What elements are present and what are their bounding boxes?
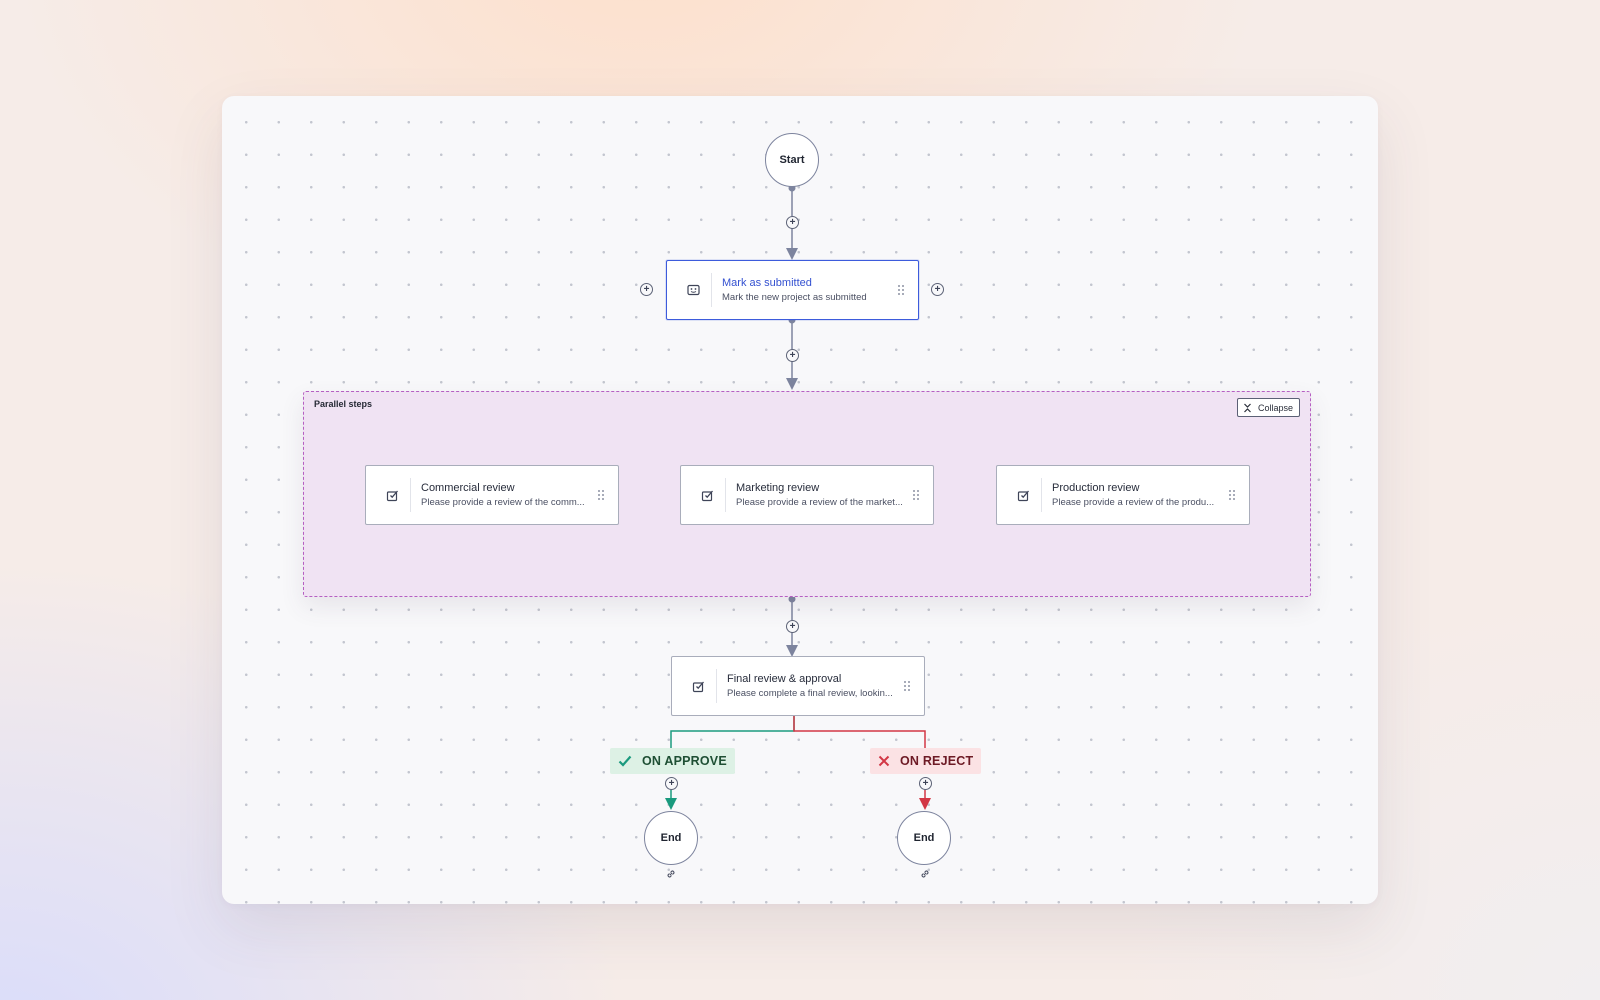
start-node[interactable]: Start [765, 133, 819, 187]
step-final-review[interactable]: Final review & approval Please complete … [671, 656, 925, 716]
add-step-right-button[interactable]: + [931, 283, 944, 296]
link-icon[interactable] [919, 868, 931, 880]
drag-handle-icon[interactable] [896, 680, 918, 692]
review-icon [689, 478, 726, 512]
step-title: Marketing review [736, 482, 820, 494]
start-label: Start [779, 154, 805, 166]
on-approve-branch[interactable]: ON APPROVE [610, 748, 735, 774]
step-title: Commercial review [421, 482, 515, 494]
step-description: Mark the new project as submitted [722, 292, 867, 303]
step-mark-as-submitted[interactable]: Mark as submitted Mark the new project a… [666, 260, 919, 320]
drag-handle-icon[interactable] [590, 489, 612, 501]
step-title: Final review & approval [727, 673, 842, 685]
review-icon [1005, 478, 1042, 512]
step-description: Please provide a review of the produ... [1052, 497, 1215, 508]
collapse-label: Collapse [1257, 402, 1293, 413]
review-icon [680, 669, 717, 703]
step-title: Production review [1052, 482, 1140, 494]
branch-label: ON REJECT [900, 754, 974, 768]
submit-icon [675, 273, 712, 307]
step-description: Please provide a review of the comm... [421, 497, 585, 508]
step-production-review[interactable]: Production review Please provide a revie… [996, 465, 1250, 525]
x-icon [878, 755, 890, 767]
add-step-left-button[interactable]: + [640, 283, 653, 296]
add-step-reject-button[interactable]: + [919, 777, 932, 790]
add-step-button[interactable]: + [786, 216, 799, 229]
on-reject-branch[interactable]: ON REJECT [870, 748, 982, 774]
end-label: End [913, 832, 935, 844]
end-label: End [660, 832, 682, 844]
end-node-approve[interactable]: End [644, 811, 698, 865]
drag-handle-icon[interactable] [905, 489, 927, 501]
step-description: Please complete a final review, lookin..… [727, 688, 893, 699]
step-description: Please provide a review of the market... [736, 497, 903, 508]
step-title: Mark as submitted [722, 277, 812, 289]
end-node-reject[interactable]: End [897, 811, 951, 865]
drag-handle-icon[interactable] [890, 284, 912, 296]
link-icon[interactable] [665, 868, 677, 880]
step-commercial-review[interactable]: Commercial review Please provide a revie… [365, 465, 619, 525]
add-step-approve-button[interactable]: + [665, 777, 678, 790]
drag-handle-icon[interactable] [1221, 489, 1243, 501]
step-marketing-review[interactable]: Marketing review Please provide a review… [680, 465, 934, 525]
add-step-button[interactable]: + [786, 349, 799, 362]
collapse-icon [1244, 403, 1251, 412]
parallel-steps-label: Parallel steps [314, 399, 373, 409]
check-icon [618, 755, 632, 767]
add-step-button[interactable]: + [786, 620, 799, 633]
review-icon [374, 478, 411, 512]
branch-label: ON APPROVE [642, 754, 727, 768]
collapse-button[interactable]: Collapse [1236, 398, 1300, 417]
